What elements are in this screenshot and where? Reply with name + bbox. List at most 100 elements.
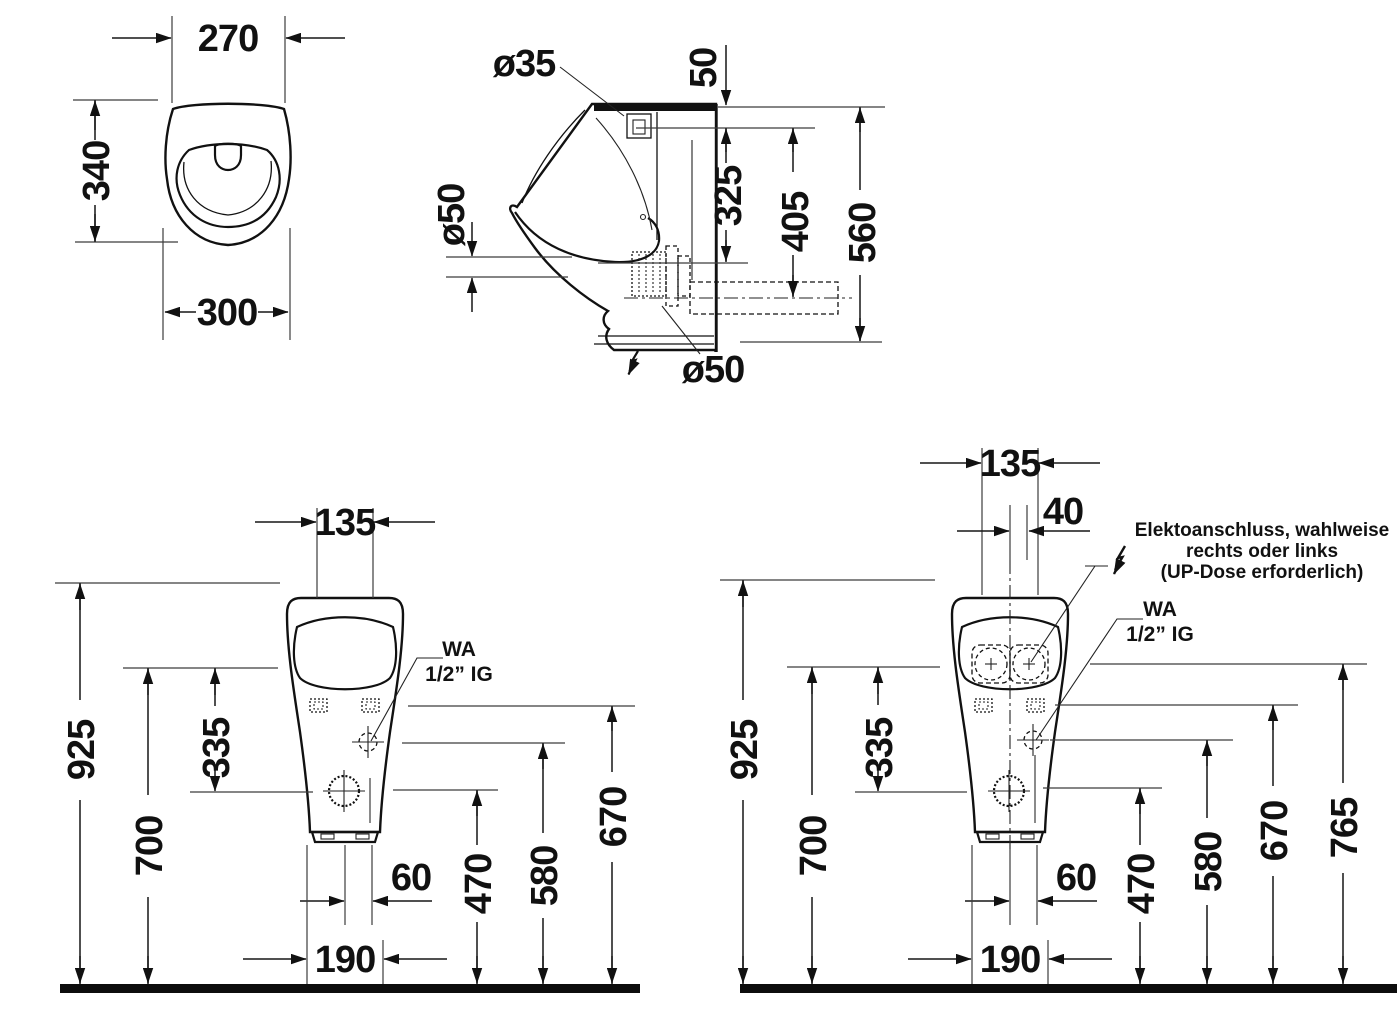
dim-height-drain: 470 (393, 789, 500, 984)
dim-height-total: 925 (720, 579, 935, 984)
dim-label-60: 60 (391, 857, 431, 899)
dim-label-670: 670 (1254, 801, 1296, 861)
dim-rim-width: 135 (255, 502, 435, 598)
dim-electrical-offset: 40 (957, 491, 1090, 537)
dim-height-fixings: 670 (1055, 704, 1298, 984)
leader-line (370, 657, 443, 742)
dim-label-o50-pipe: ø50 (682, 349, 744, 391)
floor-line (740, 984, 1397, 993)
installation-view-right: 135 40 925 700 335 (720, 443, 1397, 993)
leader-line (661, 305, 701, 355)
dim-height-drain: 470 (1043, 787, 1163, 984)
dim-height-electrical: 765 (1090, 663, 1367, 984)
rim-opening (292, 616, 398, 691)
dim-label-50: 50 (683, 48, 725, 88)
dim-rim-to-drain: 335 (190, 668, 313, 793)
dim-rim-width: 135 (920, 443, 1100, 595)
dim-label-670: 670 (593, 787, 635, 847)
dim-water-offset: 60 (965, 755, 1097, 925)
urinal-outline (164, 102, 292, 247)
electrical-circle-left (974, 647, 1008, 681)
wa-label-line2: 1/2” IG (1126, 623, 1194, 646)
side-view: ø35 ø50 50 325 (431, 43, 885, 391)
front-view: 270 340 300 (73, 16, 345, 340)
dim-label-560: 560 (842, 203, 884, 263)
dim-inlet-diameter: ø35 (493, 43, 625, 117)
dim-label-40: 40 (1043, 491, 1083, 533)
dim-rim-to-drain: 335 (855, 667, 967, 793)
leader-line (1035, 618, 1143, 741)
dim-label-470: 470 (1121, 854, 1163, 914)
rim-opening (175, 142, 281, 229)
dim-label-o50-side: ø50 (431, 184, 473, 246)
floor-line (60, 984, 640, 993)
fixing-hole-right (361, 698, 380, 713)
dim-label-580: 580 (1188, 832, 1230, 892)
foot-notch (1020, 833, 1035, 840)
dim-label-135: 135 (315, 502, 376, 544)
dim-pipe-diameter: ø50 (661, 305, 745, 391)
leader-line (1030, 565, 1096, 663)
lightning-bolt-icon (1112, 545, 1127, 575)
electrical-note-line3: (UP-Dose erforderlich) (1161, 562, 1364, 583)
dim-label-270: 270 (198, 18, 258, 60)
dim-height-water: 580 (1050, 739, 1233, 984)
foot (975, 830, 1045, 844)
dim-height-rim: 700 (787, 666, 940, 984)
inlet-socket (626, 113, 652, 139)
wa-label-line1: WA (442, 638, 476, 661)
foot-notch (985, 833, 1000, 840)
fixing-hole-right-inner (365, 701, 376, 710)
dim-inlet-to-outlet: 325 (598, 127, 815, 264)
dim-label-190: 190 (980, 939, 1040, 981)
dim-label-300: 300 (197, 292, 257, 334)
wa-label-line1: WA (1143, 598, 1177, 621)
electrical-note: Elektoanschluss, wahlweise rechts oder l… (1030, 520, 1390, 663)
dim-label-325: 325 (708, 165, 750, 226)
installation-view-left: 135 925 700 335 (55, 502, 640, 993)
drain-mark (323, 770, 365, 812)
urinal-outline (285, 596, 405, 834)
foot (310, 830, 380, 844)
dim-inlet-to-pipe: 405 (775, 128, 817, 297)
fixing-hole-left (974, 698, 993, 713)
dim-label-135: 135 (980, 443, 1041, 485)
bowl-back-curve (595, 117, 653, 231)
foot-notch (320, 833, 335, 840)
leader-line (559, 66, 625, 117)
dim-label-60: 60 (1056, 857, 1096, 899)
dim-label-405: 405 (775, 191, 817, 252)
dim-label-765: 765 (1324, 797, 1366, 858)
dim-total-depth: 560 (740, 107, 884, 343)
electrical-note-line1: Elektoanschluss, wahlweise (1135, 520, 1390, 541)
dim-height-fixings: 670 (408, 705, 635, 984)
dim-label-700: 700 (793, 816, 835, 876)
dim-height-rim: 700 (123, 667, 278, 984)
dim-label-340: 340 (76, 141, 118, 201)
dim-outlet-spacing: 190 (243, 845, 447, 984)
fixing-hole-left-inner (313, 701, 324, 710)
dim-label-190: 190 (315, 939, 375, 981)
fixing-hole-left (309, 698, 328, 713)
dim-label-925: 925 (61, 719, 103, 780)
dim-label-335: 335 (196, 717, 238, 778)
dim-height-water: 580 (402, 742, 566, 984)
dim-water-offset: 60 (300, 778, 432, 925)
front-wall-inner-line (521, 109, 586, 204)
water-connection-label: WA 1/2” IG (370, 638, 493, 742)
fixing-hole-right (1026, 698, 1045, 713)
electrical-box-left (971, 644, 1011, 684)
water-connection-label: WA 1/2” IG (1035, 598, 1194, 741)
dim-label-925: 925 (724, 719, 766, 780)
dim-label-inlet: ø35 (493, 43, 556, 85)
drain-flange-inner (677, 255, 691, 297)
electrical-box-right (1009, 644, 1049, 684)
dim-label-580: 580 (524, 846, 566, 906)
dim-label-335: 335 (859, 717, 901, 778)
bowl-inner-line (183, 160, 272, 216)
electrical-circle-right (1012, 647, 1046, 681)
fixing-point (639, 213, 647, 221)
inlet-socket-inner (632, 119, 646, 135)
